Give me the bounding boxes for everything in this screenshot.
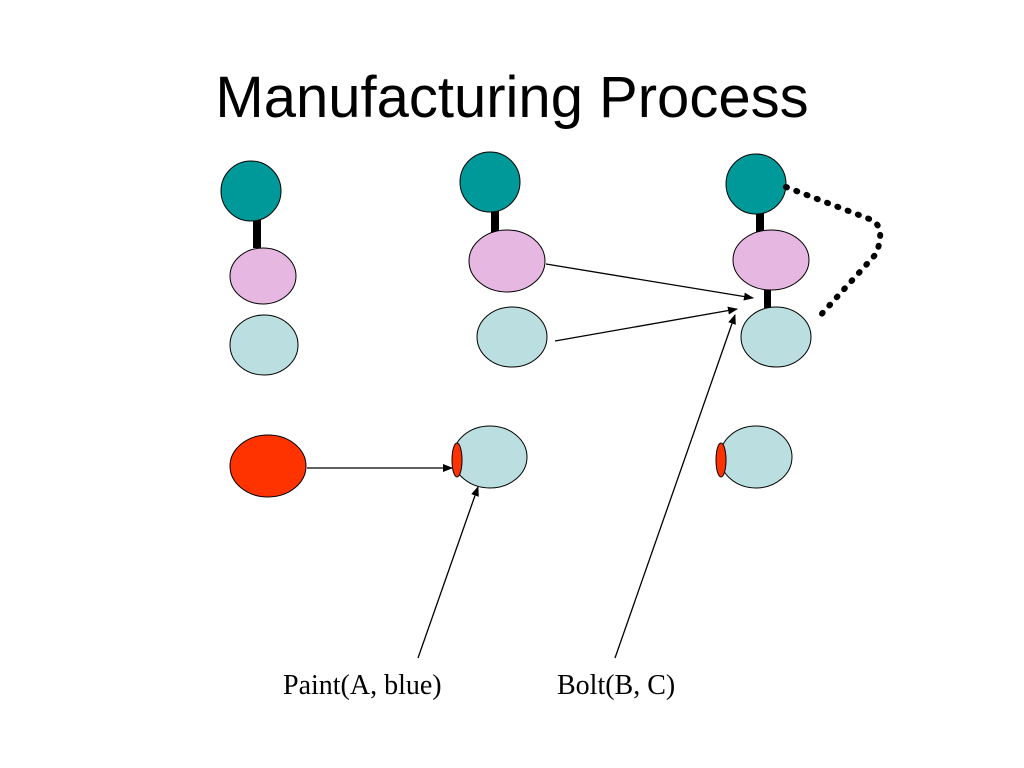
blue-to-bolt-arrow [554, 306, 738, 342]
bolt-label-arrow [614, 314, 736, 659]
stage-2-connector-rod [491, 210, 499, 238]
stage-3-pink-part [732, 229, 810, 291]
paint-label-arrow [417, 486, 479, 659]
stage-3-connector-rod-top [756, 210, 764, 238]
stage-2-blue-part [476, 306, 548, 368]
stage-2-group [451, 151, 548, 489]
pink-to-bolt-arrow [545, 263, 754, 301]
stage-3-blue-part [740, 306, 812, 368]
bolt-action-label: Bolt(B, C) [557, 670, 676, 701]
stage-1-group [220, 160, 307, 498]
stage-1-red-part [229, 434, 307, 498]
stage-2-pink-part [468, 229, 546, 293]
stage-3-connector-rod-bolt [764, 290, 771, 308]
stage-1-blue-part [229, 314, 299, 376]
stage-3-paint-mark [715, 442, 727, 478]
stage-3-teal-part [725, 153, 787, 215]
stage-3-painted-part [719, 425, 793, 489]
paint-action-label: Paint(A, blue) [283, 670, 442, 701]
stage-1-teal-part [220, 160, 282, 222]
stage-1-pink-part [229, 247, 297, 305]
stage-3-group [715, 153, 884, 489]
stage-2-painted-part [452, 425, 528, 489]
stage-1-connector-rod [253, 218, 261, 248]
stage-3-dotted-link [783, 184, 884, 321]
stage-2-paint-mark [451, 442, 463, 478]
stage-2-teal-part [459, 151, 521, 213]
slide-title: Manufacturing Process [215, 65, 809, 130]
